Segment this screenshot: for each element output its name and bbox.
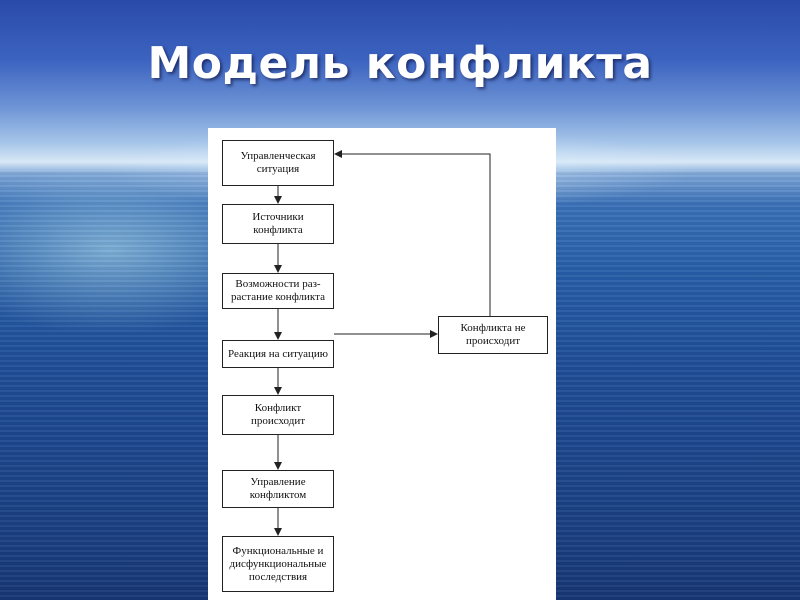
node-conflict-occurs: Конфликт происходит <box>222 395 334 435</box>
node-consequences: Функциональные и дисфункциональные после… <box>222 536 334 592</box>
slide-title: Модель конфликта <box>0 38 800 89</box>
node-conflict-management: Управление конфликтом <box>222 470 334 508</box>
node-no-conflict: Конфликта не происходит <box>438 316 548 354</box>
edge-n8-n1 <box>335 154 490 316</box>
node-conflict-escalation: Возможности раз- растание конфликта <box>222 273 334 309</box>
node-conflict-sources: Источники конфликта <box>222 204 334 244</box>
node-reaction: Реакция на ситуацию <box>222 340 334 368</box>
node-management-situation: Управленческая ситуация <box>222 140 334 186</box>
diagram-panel: Управленческая ситуация Источники конфли… <box>208 128 556 600</box>
